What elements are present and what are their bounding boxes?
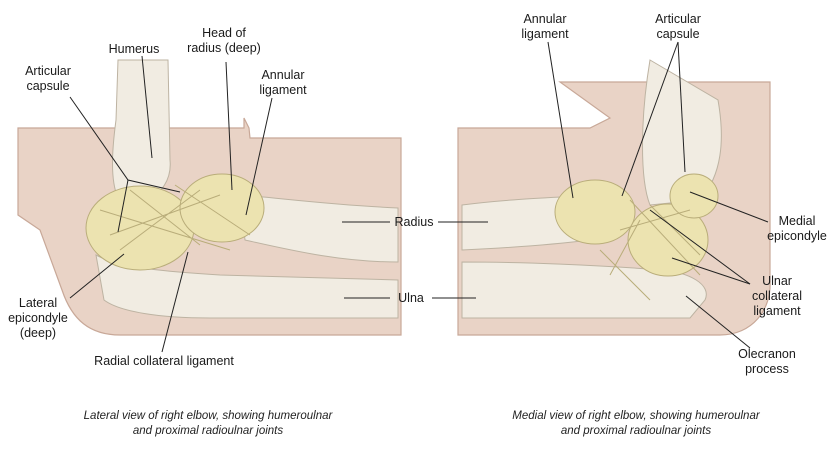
leader-radial-collateral (161, 251, 189, 353)
leader-ulnar-collateral-a (649, 209, 751, 285)
medial-view-illustration (457, 59, 771, 336)
leader-olecranon (685, 295, 751, 349)
label-head-of-radius: Head of radius (deep) (187, 26, 261, 55)
leader-ulnar-collateral-b (671, 257, 751, 285)
label-radial-collateral-ligament: Radial collateral ligament (94, 354, 234, 368)
label-articular-capsule-lateral: Articular capsule (25, 64, 71, 93)
label-articular-capsule-medial: Articular capsule (655, 12, 701, 41)
label-humerus: Humerus (108, 42, 160, 56)
label-annular-ligament-medial: Annular ligament (521, 12, 569, 41)
leader-medial-epicondyle (689, 191, 769, 223)
label-medial-epicondyle: Medial epicondyle (767, 214, 827, 243)
label-ulna: Ulna (398, 291, 424, 305)
leader-articular-capsule-right-a (677, 41, 686, 173)
leader-articular-capsule-right-b (621, 41, 679, 197)
caption-lateral-view: Lateral view of right elbow, showing hum… (83, 410, 333, 437)
leader-humerus (141, 55, 153, 159)
leader-annular-ligament-right (547, 41, 574, 199)
leader-articular-capsule-b (117, 179, 129, 233)
leader-lateral-epicondyle (69, 253, 125, 299)
lateral-radius-bone (239, 194, 399, 263)
label-ulnar-collateral-ligament: Ulnar collateral ligament (751, 274, 803, 318)
label-radius: Radius (394, 215, 434, 229)
medial-ligament-fibers (599, 199, 701, 301)
label-annular-ligament-lateral: Annular ligament (259, 68, 307, 97)
medial-annular-ligament (554, 179, 636, 245)
lateral-humerus-bone (112, 59, 171, 199)
leader-articular-capsule-a (69, 96, 181, 193)
leader-annular-ligament-left (245, 97, 273, 216)
leader-head-of-radius (225, 61, 233, 191)
lateral-head-of-radius (179, 173, 265, 243)
label-olecranon-process: Olecranon process (738, 347, 796, 376)
medial-epicondyle-bump (669, 173, 719, 219)
leader-lines (69, 41, 769, 353)
caption-medial-view: Medial view of right elbow, showing hume… (512, 410, 760, 437)
label-lateral-epicondyle: Lateral epicondyle (deep) (8, 296, 68, 340)
lateral-view-illustration (17, 59, 402, 336)
lateral-radial-collateral-fibers (99, 184, 251, 251)
